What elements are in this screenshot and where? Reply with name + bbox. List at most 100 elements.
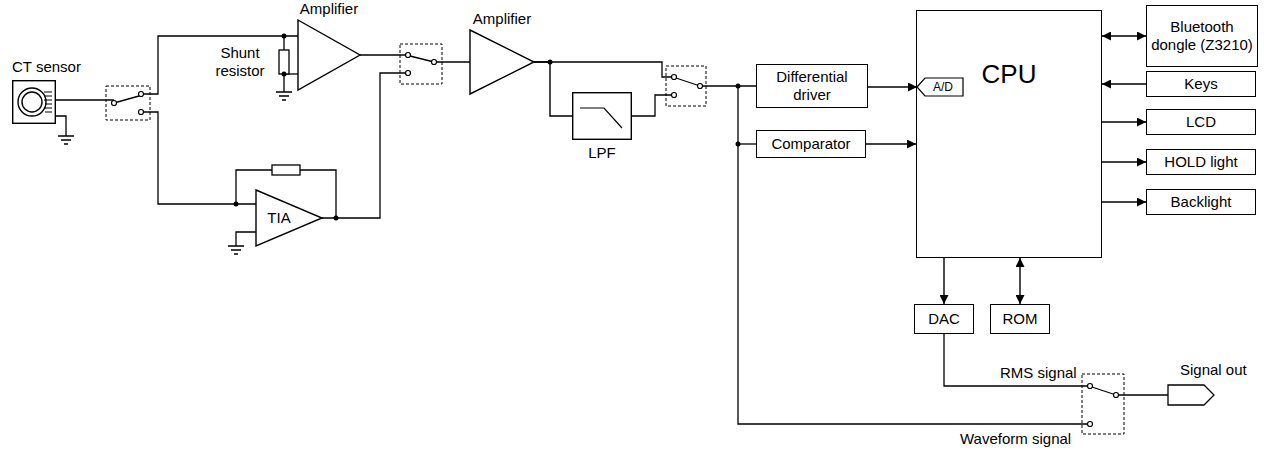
node-label: Amplifier bbox=[300, 0, 358, 18]
junction-dot bbox=[736, 142, 741, 147]
ground-symbol bbox=[276, 92, 292, 100]
node-label: DAC bbox=[928, 310, 960, 328]
connector bbox=[1102, 161, 1146, 162]
wire bbox=[141, 36, 298, 94]
component-label: Shunt resistor bbox=[205, 44, 275, 80]
connector bbox=[868, 86, 917, 87]
core-ring bbox=[18, 88, 46, 116]
switch-contact bbox=[672, 75, 677, 80]
signal-label: Waveform signal bbox=[960, 430, 1071, 448]
shape-outline bbox=[470, 30, 534, 94]
junction-dot bbox=[234, 202, 239, 207]
node-label: Differential driver bbox=[761, 68, 863, 104]
junction-dot bbox=[334, 216, 339, 221]
junction-dot bbox=[282, 34, 287, 39]
amplifier-symbol: Amplifier bbox=[470, 30, 534, 94]
sensor-housing bbox=[13, 81, 56, 124]
connector-outline bbox=[1168, 385, 1214, 405]
switch-frame bbox=[666, 66, 706, 106]
junction-dot bbox=[736, 84, 741, 89]
wire bbox=[434, 61, 470, 62]
ground-symbol bbox=[228, 246, 244, 254]
coil-winding bbox=[44, 92, 52, 112]
node-label: LCD bbox=[1186, 113, 1216, 131]
resistor-symbol bbox=[272, 50, 300, 175]
shape-outline bbox=[572, 92, 632, 140]
amplifier-symbol: Amplifier bbox=[298, 20, 360, 90]
keys-box: Keys bbox=[1146, 71, 1256, 97]
node-label: Keys bbox=[1184, 75, 1217, 93]
wire bbox=[56, 99, 114, 100]
node-label: ROM bbox=[1003, 310, 1038, 328]
node-label: A/D bbox=[933, 80, 953, 94]
ground-symbol bbox=[58, 136, 74, 144]
triangle-outline bbox=[470, 30, 534, 94]
connector bbox=[534, 62, 572, 116]
switch-contact bbox=[112, 101, 117, 106]
switch-contact bbox=[1088, 422, 1093, 427]
switch-contact bbox=[1088, 384, 1093, 389]
filter-outline bbox=[573, 93, 632, 140]
switch-contact bbox=[1114, 393, 1119, 398]
wire bbox=[700, 85, 756, 86]
wire bbox=[738, 143, 756, 144]
wire bbox=[632, 95, 674, 116]
adc-input: A/D bbox=[917, 78, 963, 96]
wire bbox=[141, 112, 256, 204]
switch-frame bbox=[400, 44, 442, 84]
switch-contact bbox=[406, 71, 411, 76]
switch-blade bbox=[1092, 387, 1116, 395]
node-label: TIA bbox=[267, 209, 290, 227]
wire bbox=[360, 54, 408, 55]
shape-outline bbox=[298, 20, 360, 90]
wire bbox=[322, 73, 408, 218]
resistor-symbol bbox=[272, 165, 300, 175]
lcd-box: LCD bbox=[1146, 109, 1256, 135]
filter-response bbox=[580, 108, 622, 128]
connector bbox=[1102, 121, 1146, 122]
output-connector: Signal out bbox=[1168, 385, 1214, 405]
shape-outline bbox=[1168, 385, 1214, 405]
backlight-box: Backlight bbox=[1146, 189, 1256, 215]
node-label: Signal out bbox=[1180, 361, 1247, 379]
triangle-outline bbox=[298, 20, 360, 90]
rom-box: ROM bbox=[990, 304, 1050, 334]
wire bbox=[236, 232, 256, 246]
connector bbox=[943, 258, 944, 304]
switch-frame bbox=[106, 86, 150, 120]
node-label: Bluetooth dongle (Z3210) bbox=[1151, 18, 1253, 54]
node-label: CPU bbox=[982, 59, 1037, 89]
connector bbox=[1019, 258, 1020, 304]
wire bbox=[283, 74, 284, 92]
switch-blade bbox=[410, 56, 434, 62]
resistor-symbol bbox=[279, 50, 289, 74]
node-label: Amplifier bbox=[473, 10, 531, 28]
bluetooth-box: Bluetooth dongle (Z3210) bbox=[1146, 5, 1258, 67]
connector bbox=[1102, 83, 1146, 84]
dac-box: DAC bbox=[914, 304, 974, 334]
shape-outline bbox=[12, 80, 56, 124]
comparator-box: Comparator bbox=[756, 130, 866, 158]
cpu-box: CPU A/D bbox=[916, 10, 1102, 258]
adc-tag bbox=[917, 78, 963, 96]
node-label: HOLD light bbox=[1164, 153, 1237, 171]
core-ring bbox=[22, 92, 42, 112]
connector bbox=[1102, 201, 1146, 202]
switch-contact bbox=[672, 93, 677, 98]
switch-blade bbox=[676, 78, 700, 86]
node-label: CT sensor bbox=[12, 58, 81, 76]
wire bbox=[534, 62, 674, 77]
switch-contact bbox=[698, 84, 703, 89]
connector bbox=[1102, 35, 1146, 36]
switch-blade bbox=[114, 96, 139, 103]
switch-contact bbox=[139, 110, 144, 115]
signal-label: RMS signal bbox=[1000, 364, 1077, 382]
junction-dot bbox=[282, 72, 287, 77]
tia-symbol: TIA bbox=[256, 190, 322, 246]
node-label: LPF bbox=[588, 144, 616, 162]
triangle-outline bbox=[256, 190, 322, 246]
ct-sensor: CT sensor bbox=[12, 80, 56, 124]
switch-contact bbox=[139, 92, 144, 97]
node-label: Comparator bbox=[771, 135, 850, 153]
